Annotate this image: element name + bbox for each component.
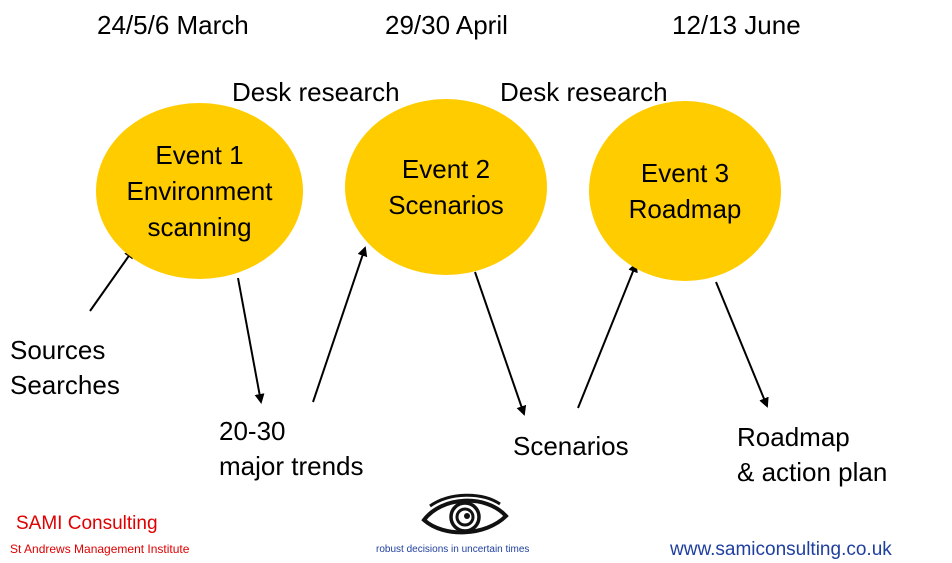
company-name: SAMI Consulting — [16, 513, 158, 534]
event-2-title: Event 2 — [401, 154, 491, 184]
arrow-scenarios-to-event-3 — [577, 262, 638, 409]
event-3-line-2: Roadmap — [628, 194, 742, 224]
event-1-line-3: scanning — [147, 212, 252, 242]
date-event-2: 29/30 April — [385, 10, 508, 40]
event-2-circle: Event 2 Scenarios — [345, 99, 547, 275]
sources-line-2: Searches — [10, 370, 120, 400]
desk-research-1: Desk research — [232, 77, 400, 107]
roadmap-line-1: Roadmap — [737, 422, 850, 452]
date-event-1: 24/5/6 March — [97, 10, 249, 40]
arrow-trends-to-event-2 — [312, 246, 368, 403]
event-1-title: Event 1 — [155, 140, 244, 170]
arrow-event-3-to-roadmap — [715, 281, 769, 408]
sources-label: Sources Searches — [10, 333, 120, 403]
desk-research-2: Desk research — [500, 77, 668, 107]
arrow-sources-to-event-1 — [89, 248, 135, 312]
event-1-line-2: Environment — [126, 176, 273, 206]
event-1-circle: Event 1 Environment scanning — [96, 103, 303, 279]
eye-spiral-icon — [421, 493, 509, 535]
trends-line-1: 20-30 — [219, 416, 286, 446]
event-2-line-2: Scenarios — [388, 190, 504, 220]
roadmap-label: Roadmap & action plan — [737, 420, 887, 490]
event-3-title: Event 3 — [640, 158, 730, 188]
date-event-3: 12/13 June — [672, 10, 801, 40]
event-3-circle: Event 3 Roadmap — [589, 101, 781, 281]
arrow-event-1-to-trends — [237, 277, 265, 404]
tagline: robust decisions in uncertain times — [376, 544, 530, 555]
institute-name: St Andrews Management Institute — [10, 542, 190, 556]
scenarios-label: Scenarios — [513, 431, 629, 461]
trends-label: 20-30 major trends — [219, 414, 364, 484]
arrow-event-2-to-scenarios — [474, 271, 527, 416]
sources-line-1: Sources — [10, 335, 106, 365]
trends-line-2: major trends — [219, 451, 364, 481]
website-link[interactable]: www.samiconsulting.co.uk — [670, 539, 892, 560]
roadmap-line-2: & action plan — [737, 457, 888, 487]
